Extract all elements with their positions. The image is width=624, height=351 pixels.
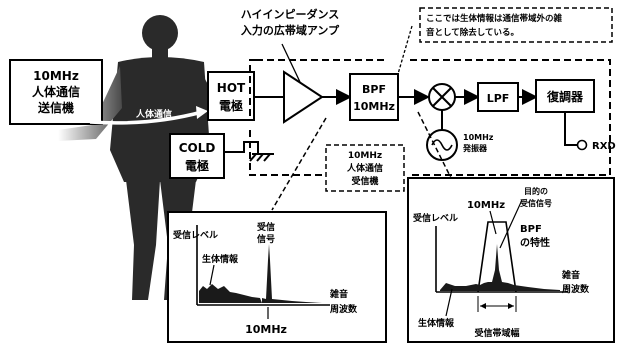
right-bpf-line1: BPF [520, 224, 542, 235]
note-leader [397, 25, 413, 75]
cold-electrode-line2: 電極 [185, 158, 209, 173]
receiver-label-line3: 受信機 [351, 175, 378, 187]
left-noise-label: 雑音 [329, 288, 348, 300]
transmitter-line3: 送信機 [37, 100, 74, 115]
left-freq-label: 10MHz [245, 323, 287, 336]
right-freq-label: 10MHz [467, 200, 505, 211]
cold-electrode-line1: COLD [179, 141, 216, 155]
leader-to-right-spectrum [417, 111, 453, 181]
rxd-terminal [576, 139, 588, 151]
oscillator-symbol [426, 129, 458, 161]
wire-demod-to-rxd [564, 112, 577, 146]
left-bio-noise [199, 284, 262, 303]
bpf-block: BPF 10MHz [349, 73, 399, 121]
left-signal-peak [262, 244, 322, 303]
note-line2: 音として除去している。 [426, 27, 519, 38]
bpf-block-line2: 10MHz [353, 100, 395, 113]
left-signal-line1: 受信 [257, 221, 275, 233]
left-xaxis-label: 周波数 [330, 303, 358, 315]
rxd-label: RXD [592, 141, 616, 152]
demod-label: 復調器 [546, 89, 584, 104]
body-comm-label: 人体通信 [135, 108, 172, 120]
right-xaxis-label: 周波数 [562, 283, 590, 295]
amp-note-line1: ハイインピーダンス [241, 7, 340, 21]
receiver-label-line2: 人体通信 [346, 162, 383, 174]
cold-electrode-box: COLD 電極 [169, 133, 225, 179]
right-bio-label: 生体情報 [418, 317, 455, 329]
demodulator-block: 復調器 [535, 79, 595, 113]
hot-electrode-box: HOT 電極 [207, 71, 255, 121]
mixer-symbol [428, 83, 456, 111]
right-target-line1: 目的の [524, 186, 548, 196]
right-band-label: 受信帯域幅 [474, 327, 519, 339]
right-target-line2: 受信信号 [520, 198, 552, 208]
ground-symbol [224, 141, 274, 162]
hot-electrode-line1: HOT [217, 81, 246, 95]
transmitter-box: 10MHz 人体通信 送信機 [9, 59, 103, 125]
hot-electrode-line2: 電極 [219, 98, 243, 113]
transmitter-line1: 10MHz [33, 69, 79, 83]
note-line1: ここでは生体情報は通信帯域外の雑 [426, 13, 563, 24]
receiver-outline [249, 59, 611, 176]
right-spectrum-fill [440, 244, 560, 291]
lpf-label: LPF [487, 92, 510, 105]
receiver-label-box: 10MHz 人体通信 受信機 [325, 144, 405, 192]
bpf-characteristic [477, 221, 517, 293]
left-spectrum-panel: 受信レベル 受信 信号 生体情報 雑音 周波数 10MHz [167, 211, 387, 343]
amplifier-symbol [283, 70, 324, 124]
oscillator-line2: 発振器 [462, 143, 488, 153]
lpf-block: LPF [477, 82, 519, 112]
receiver-label-line1: 10MHz [348, 151, 382, 161]
amp-note-leader [281, 43, 301, 83]
right-ylabel: 受信レベル [413, 212, 458, 224]
note-box: ここでは生体情報は通信帯域外の雑 音として除去している。 [419, 7, 613, 43]
left-signal-line2: 信号 [257, 233, 275, 245]
oscillator-line1: 10MHz [463, 133, 494, 142]
right-bpf-line2: の特性 [520, 236, 550, 249]
transmitter-line2: 人体通信 [32, 84, 80, 99]
body-signal-arrow [89, 110, 203, 125]
body-signal-arrowhead [196, 106, 208, 119]
amp-note-line2: 入力の広帯域アンプ [241, 23, 340, 37]
right-noise-label: 雑音 [561, 269, 580, 281]
right-spectrum-panel: 受信レベル 10MHz 目的の 受信信号 BPF の特性 雑音 周波数 生体情報… [407, 177, 615, 343]
leader-to-left-spectrum [271, 117, 327, 211]
bpf-block-line1: BPF [362, 83, 386, 96]
left-ylabel: 受信レベル [173, 229, 218, 241]
left-bio-label: 生体情報 [202, 253, 239, 265]
